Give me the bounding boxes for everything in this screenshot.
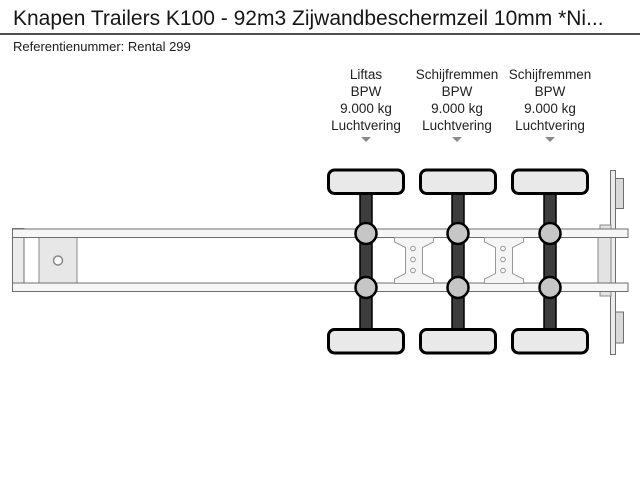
- air-suspension-bellow: [354, 221, 378, 246]
- triangle-down-icon: [361, 137, 371, 142]
- axle-beam: [451, 185, 465, 337]
- air-suspension-bellow: [354, 275, 378, 300]
- axle-brand: BPW: [441, 84, 473, 99]
- air-suspension-bellow: [446, 275, 470, 300]
- rear-light-bottom: [615, 311, 624, 344]
- axle-brand: BPW: [534, 84, 566, 99]
- axle-suspension: Luchtvering: [422, 118, 492, 133]
- axle-brand: BPW: [350, 84, 382, 99]
- air-suspension-bellow: [538, 221, 562, 246]
- axle-1: [327, 168, 405, 355]
- axle-type: Schijfremmen: [415, 67, 499, 82]
- tire-top: [419, 168, 497, 195]
- chassis-rail-bottom: [12, 282, 629, 292]
- crossmember-2: [484, 237, 524, 284]
- axle-type: Liftas: [349, 67, 383, 82]
- axle-3-label: Schijfremmen BPW 9.000 kg Luchtvering: [490, 66, 610, 142]
- axle-3: [511, 168, 589, 355]
- rear-bracket-bottom: [599, 291, 612, 297]
- tire-top: [511, 168, 589, 195]
- air-suspension-bellow: [538, 275, 562, 300]
- tire-bottom: [511, 328, 589, 355]
- title-divider: [0, 33, 640, 35]
- kingpin: [52, 255, 64, 266]
- axle-suspension: Luchtvering: [515, 118, 585, 133]
- axle-beam: [359, 185, 373, 337]
- rear-crossmember: [597, 237, 612, 284]
- tire-top: [327, 168, 405, 195]
- axle-capacity: 9.000 kg: [340, 101, 392, 116]
- axle-2-label: Schijfremmen BPW 9.000 kg Luchtvering: [397, 66, 517, 142]
- tire-bottom: [419, 328, 497, 355]
- axle-suspension: Luchtvering: [331, 118, 401, 133]
- axle-type: Schijfremmen: [508, 67, 592, 82]
- chassis-rail-top: [12, 228, 629, 238]
- air-suspension-bellow: [446, 221, 470, 246]
- triangle-down-icon: [545, 137, 555, 142]
- triangle-down-icon: [452, 137, 462, 142]
- axle-capacity: 9.000 kg: [431, 101, 483, 116]
- axle-beam: [543, 185, 557, 337]
- rear-light-top: [615, 178, 624, 209]
- crossmember-1: [394, 237, 434, 284]
- axle-capacity: 9.000 kg: [524, 101, 576, 116]
- reference-number: Referentienummer: Rental 299: [13, 39, 191, 54]
- axle-2: [419, 168, 497, 355]
- axle-1-label: Liftas BPW 9.000 kg Luchtvering: [306, 66, 426, 142]
- page-title: Knapen Trailers K100 - 92m3 Zijwandbesch…: [13, 7, 604, 30]
- tire-bottom: [327, 328, 405, 355]
